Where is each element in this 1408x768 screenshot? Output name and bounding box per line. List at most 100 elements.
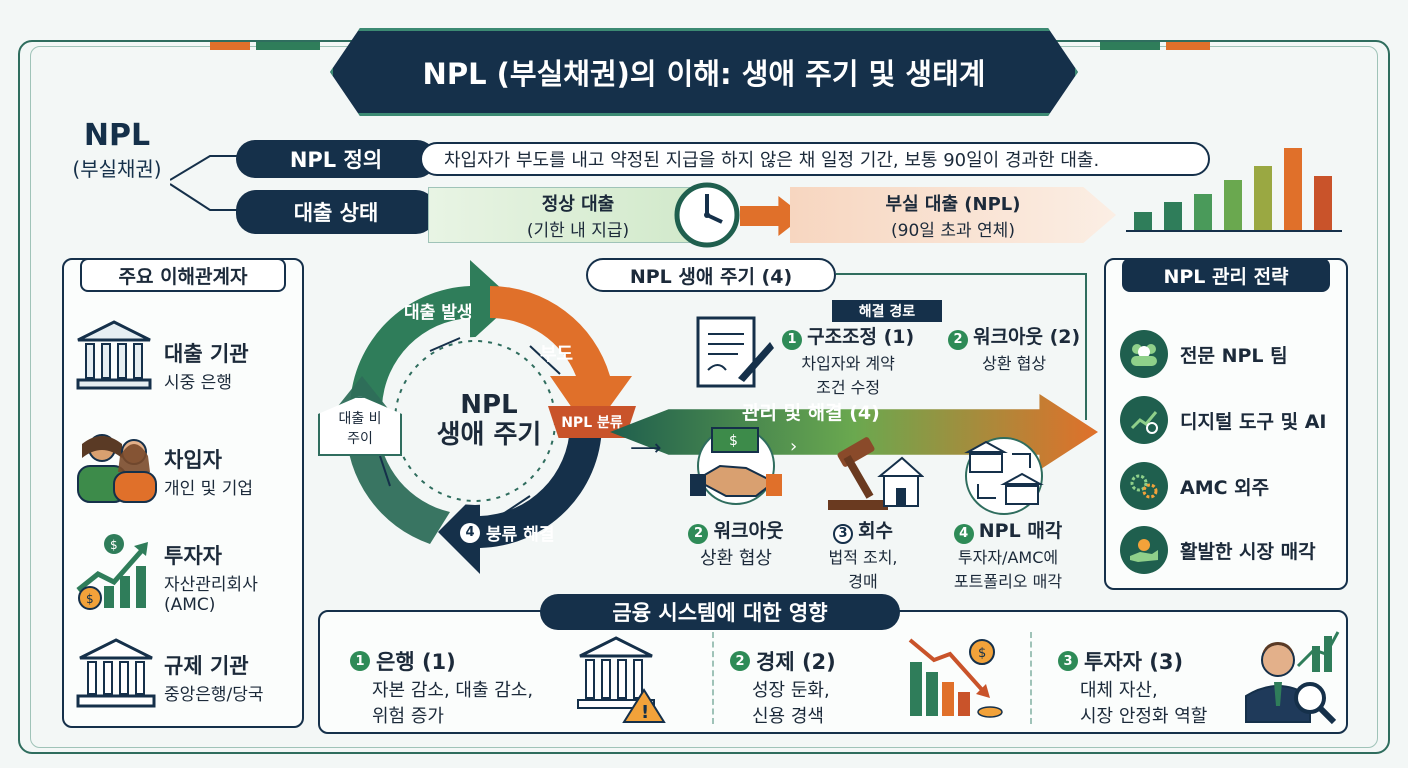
strategy-label: 디지털 도구 및 AI [1180, 410, 1327, 433]
arrow-right-icon: ⟶ [630, 436, 662, 461]
outsourcing-gears-icon [1120, 462, 1168, 510]
decor-stripe-right [1100, 42, 1210, 50]
gavel-icon [828, 437, 924, 510]
chevron-right-icon: › [790, 436, 798, 457]
recovery-sub: 법적 조치, 경매 [828, 547, 898, 591]
growth-bars-icon [1126, 148, 1342, 232]
strategy-item: 전문 NPL 팀 [1120, 330, 1288, 378]
workout-sub: 상환 협상 [700, 547, 772, 569]
definition-label: NPL 정의 [236, 140, 436, 178]
definition-text-value: 차입자가 부도를 내고 약정된 지급을 하지 않은 채 일정 기간, 보통 90… [444, 150, 1100, 171]
cycle-step-label: 붕류 해결 [486, 525, 555, 545]
svg-text:$: $ [110, 538, 118, 552]
declining-chart-icon: $ [908, 638, 1003, 718]
workout-title: 워크아웃 [713, 520, 784, 542]
npl-connector-lines [170, 155, 240, 211]
impact-title: 금융 시스템에 대한 영향 [540, 594, 900, 630]
impact-item-title: 경제 (2) [756, 650, 836, 674]
impact-num: 1 [350, 651, 370, 671]
impact-item-title: 투자자 (3) [1084, 650, 1184, 674]
restructure-item: 1 구조조정 (1) 차입자와 계약 조건 수정 [782, 322, 914, 398]
cycle-step-default: 부도 [540, 340, 573, 366]
lifecycle-connector [836, 273, 1087, 420]
recovery-num: 3 [832, 523, 853, 544]
people-icon [77, 434, 157, 503]
digital-tools-icon [1120, 396, 1168, 444]
strategy-item: AMC 외주 [1120, 462, 1269, 510]
definition-text: 차입자가 부도를 내고 약정된 지급을 하지 않은 채 일정 기간, 보통 90… [420, 142, 1210, 176]
stakeholder-borrower: 차입자 개인 및 기업 [164, 444, 253, 499]
status-normal-sub: (기한 내 지급) [526, 220, 630, 241]
stakeholder-regulator: 규제 기관 중앙은행/당국 [164, 650, 264, 705]
strategy-item: 활발한 시장 매각 [1120, 526, 1316, 574]
workout-num: 2 [688, 523, 709, 544]
restructure-title: 구조조정 (1) [807, 326, 915, 348]
cycle-step-label: 대출 발생 [404, 303, 473, 323]
handshake-icon: $ [690, 427, 782, 505]
investor-analysis-icon [1245, 631, 1340, 725]
bank-icon [76, 320, 152, 390]
sale-title: NPL 매각 [978, 520, 1063, 542]
stakeholder-sub: 중앙은행/당국 [164, 685, 264, 705]
status-npl-title: 부실 대출 (NPL) [885, 193, 1021, 215]
impact-item-title: 은행 (1) [376, 650, 456, 674]
stakeholder-sub: 개인 및 기업 [164, 479, 254, 499]
decor-stripe-left [210, 42, 320, 50]
clock-icon [674, 182, 740, 248]
status-normal-title: 정상 대출 [541, 193, 615, 215]
impact-investor: 3 투자자 (3) 대체 자산, 시장 안정화 역할 [1058, 646, 1207, 728]
cycle-step-origination: 대출 발생 [404, 298, 472, 323]
impact-item-sub: 자본 감소, 대출 감소, 위험 증가 [372, 680, 534, 727]
title-banner: NPL (부실채권)의 이해: 생애 주기 및 생태계 [330, 28, 1078, 116]
strategy-label: AMC 외주 [1180, 476, 1270, 499]
cycle-step-label: 부도 [540, 344, 574, 365]
svg-text:$: $ [86, 592, 94, 606]
cycle-step-num: 4 [460, 522, 480, 543]
stakeholder-title: 대출 기관 [164, 342, 249, 366]
impact-divider [1030, 632, 1032, 724]
strategy-label: 활발한 시장 매각 [1180, 540, 1316, 563]
impact-economy: 2 경제 (2) 성장 둔화, 신용 경색 [730, 646, 836, 728]
status-npl-sub: (90일 초과 연체) [891, 220, 1015, 241]
bank-warning-icon: ! [577, 636, 666, 723]
svg-text:!: ! [641, 702, 649, 723]
stakeholders-title: 주요 이해관계자 [80, 258, 286, 292]
recovery-item: 3 회수 법적 조치, 경매 [808, 516, 918, 592]
lifecycle-title: NPL 생애 주기 (4) [586, 258, 836, 292]
impact-num: 2 [730, 651, 750, 671]
svg-text:$: $ [978, 646, 986, 661]
impact-item-sub: 대체 자산, 시장 안정화 역할 [1080, 680, 1208, 727]
cycle-step-label: NPL 분류 [561, 415, 623, 431]
cycle-center-label: NPL 생애 주기 [436, 390, 542, 450]
workout-top-num: 2 [948, 329, 968, 350]
impact-num: 3 [1058, 651, 1078, 671]
npl-label: NPL (부실채권) [62, 118, 172, 182]
restructure-num: 1 [782, 329, 802, 350]
workout-top-sub: 상환 협상 [982, 353, 1047, 373]
stakeholder-lender: 대출 기관 시중 은행 [164, 338, 249, 393]
regulator-icon [76, 638, 156, 708]
manage-bar-label: 관리 및 해결 (4) [742, 402, 880, 424]
hand-money-icon [1120, 526, 1168, 574]
stakeholder-sub: 자산관리회사 (AMC) [164, 575, 258, 615]
npl-label-sub: (부실채권) [72, 157, 162, 181]
stakeholder-title: 투자자 [164, 544, 222, 568]
stakeholder-sub: 시중 은행 [164, 373, 232, 393]
workout-top-title: 워크아웃 (2) [973, 326, 1081, 348]
impact-divider [712, 632, 714, 724]
strategy-title: NPL 관리 전략 [1122, 258, 1330, 292]
strategy-label: 전문 NPL 팀 [1180, 344, 1288, 367]
stakeholder-investor: 투자자 자산관리회사 (AMC) [164, 540, 258, 615]
cycle-step-resolution: 4 붕류 해결 [460, 520, 554, 545]
contract-document-icon [696, 316, 774, 388]
status-normal: 정상 대출 (기한 내 지급) [428, 187, 728, 243]
resolution-path-label: 해결 경로 [832, 300, 942, 322]
restructure-sub: 차입자와 계약 조건 수정 [801, 353, 895, 397]
cycle-step-classification: NPL 분류 [548, 406, 636, 438]
page-title: NPL (부실채권)의 이해: 생애 주기 및 생태계 [422, 57, 986, 91]
investment-growth-icon: $ $ [76, 534, 148, 610]
impact-item-sub: 성장 둔화, 신용 경색 [752, 680, 830, 727]
sale-num: 4 [953, 523, 974, 544]
workout-top-item: 2 워크아웃 (2) 상환 협상 [948, 322, 1080, 374]
bank-transfer-icon [964, 437, 1044, 515]
